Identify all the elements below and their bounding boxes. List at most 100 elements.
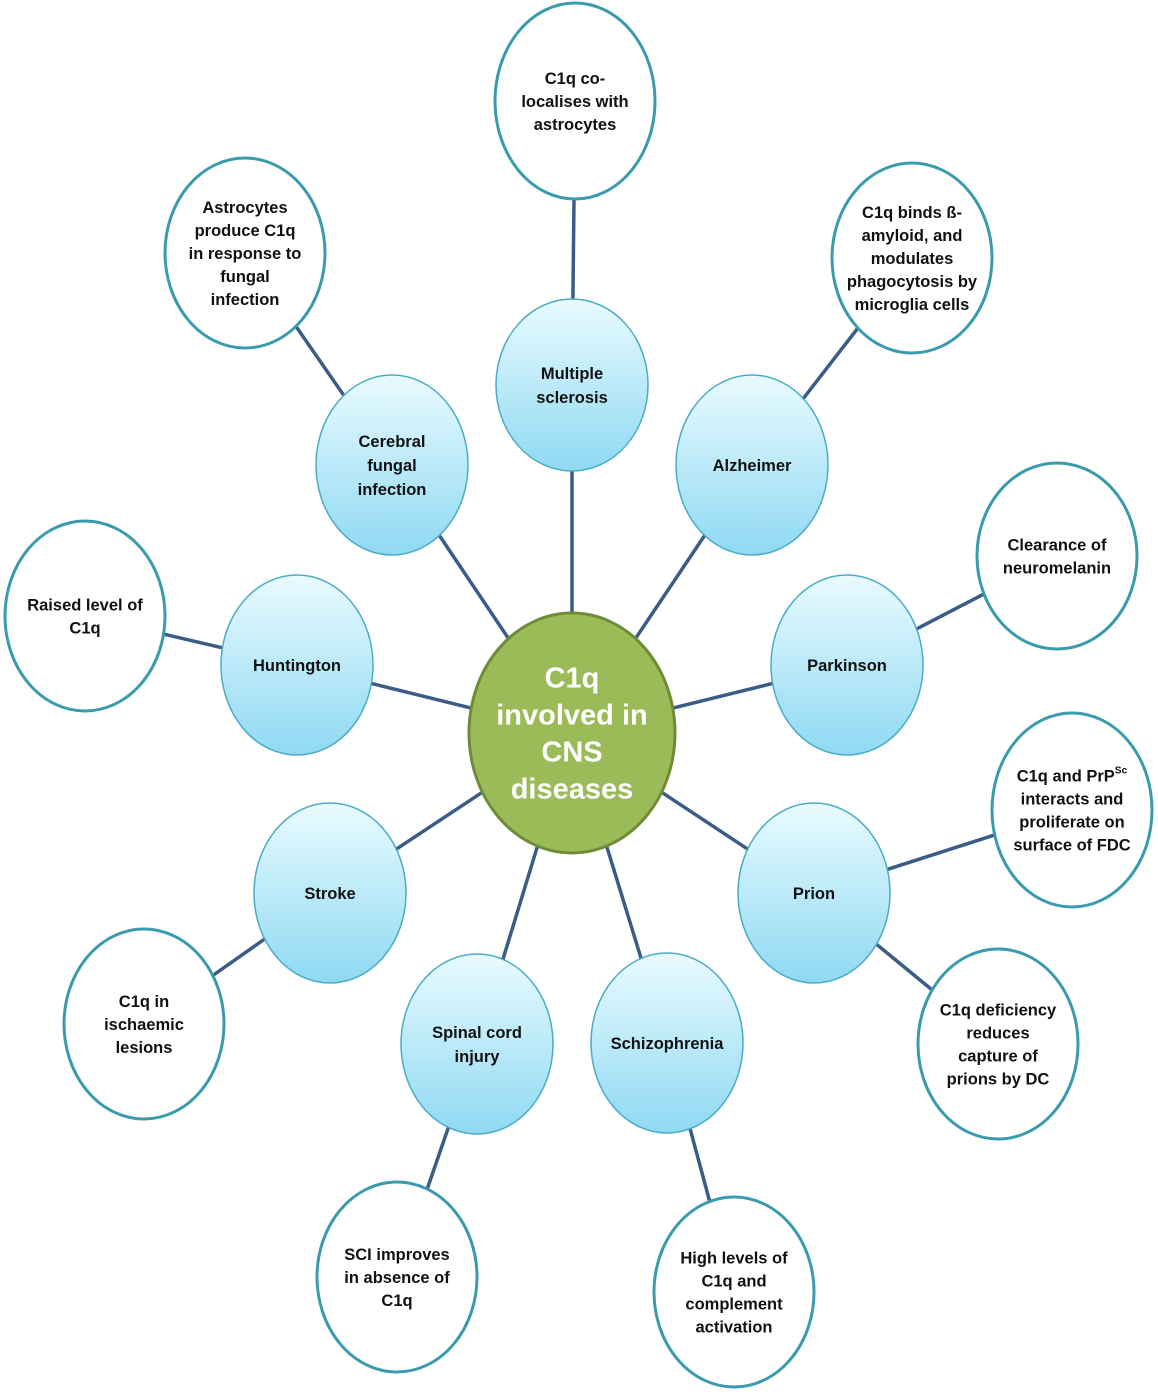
finding-prion-finding-1-line-3: proliferate on: [1019, 813, 1124, 831]
finding-schizophrenia-finding-line-2: C1q and: [701, 1272, 766, 1290]
connector-hub-alzheimer: [634, 534, 707, 640]
disease-ellipse: [315, 374, 469, 556]
disease-ellipse: [253, 802, 407, 984]
hub-title-line-1: C1q: [545, 663, 600, 695]
finding-huntington-finding-line-2: C1q: [69, 619, 100, 637]
finding-ellipse: [990, 711, 1154, 909]
finding-schizophrenia-finding-line-3: complement: [685, 1295, 783, 1313]
finding-prion-finding-2-line-4: prions by DC: [947, 1070, 1050, 1088]
finding-prion-finding-2-line-1: C1q deficiency: [940, 1001, 1057, 1019]
connector-hub-stroke: [395, 790, 484, 851]
hub-title-line-3: CNS: [541, 737, 602, 769]
finding-ellipse: [975, 461, 1139, 651]
finding-ms-finding-line-3: astrocytes: [534, 116, 617, 134]
finding-sci-finding-line-3: C1q: [381, 1292, 412, 1310]
finding-prion-finding-1-line-4: surface of FDC: [1013, 836, 1130, 854]
disease-ellipse: [495, 298, 649, 472]
finding-node-prion-finding-1: C1q and PrPSc interacts and proliferate on…: [990, 711, 1154, 909]
finding-schizophrenia-finding-line-1: High levels of: [680, 1249, 788, 1267]
finding-ms-finding-line-2: localises with: [521, 93, 628, 111]
disease-node-prion: Prion: [737, 802, 891, 984]
finding-ellipse: [315, 1180, 479, 1374]
finding-ellipse: [830, 161, 994, 355]
connector-prion-finding-1: [886, 833, 996, 872]
disease-ellipse: [770, 574, 924, 756]
connector-huntington-finding: [163, 632, 223, 650]
finding-node-fungal-finding: Astrocytes produce C1q in response to funga…: [163, 156, 327, 350]
finding-node-ms-finding: C1q co-localises with astrocytes: [493, 1, 657, 201]
connector-prion-finding-2: [875, 942, 934, 992]
disease-huntington-line-1: Huntington: [253, 657, 341, 675]
finding-alzheimer-finding-line-1: C1q binds ß-: [862, 204, 962, 222]
finding-huntington-finding-line-1: Raised level of: [27, 596, 143, 614]
finding-ellipse: [62, 927, 226, 1121]
finding-fungal-finding-line-5: infection: [211, 291, 280, 309]
finding-stroke-finding-line-2: ischaemic: [104, 1016, 184, 1034]
finding-node-parkinson-finding: Clearance of neuromelanin: [975, 461, 1139, 651]
finding-fungal-finding-line-2: produce C1q: [195, 222, 296, 240]
disease-multiple-sclerosis-line-1: Multiple: [541, 365, 603, 383]
finding-ellipse: [652, 1195, 816, 1389]
connector-hub-huntington: [370, 681, 472, 710]
finding-prion-finding-2-line-3: capture of: [958, 1047, 1038, 1065]
finding-fungal-finding-line-4: fungal: [220, 268, 270, 286]
connector-parkinson-finding: [915, 592, 985, 631]
central-hub: C1q involved in CNS diseases: [467, 611, 677, 855]
hub-title-line-2: involved in: [496, 700, 647, 732]
disease-spinal-cord-injury-line-2: injury: [455, 1048, 501, 1066]
finding-prion-finding-1-line-2: interacts and: [1021, 790, 1124, 808]
disease-ellipse: [737, 802, 891, 984]
disease-cerebral-fungal-infection-line-3: infection: [358, 481, 427, 499]
finding-node-alzheimer-finding: C1q binds ß-amyloid, and modulates phagocy…: [830, 161, 994, 355]
finding-stroke-finding-line-1: C1q in: [119, 993, 169, 1011]
finding-alzheimer-finding-line-3: modulates: [871, 250, 954, 268]
finding-parkinson-finding-line-1: Clearance of: [1007, 536, 1107, 554]
disease-node-cerebral-fungal-infection: Cerebral fungal infection: [315, 374, 469, 556]
disease-node-schizophrenia: Schizophrenia: [590, 952, 744, 1134]
disease-schizophrenia-line-1: Schizophrenia: [611, 1035, 725, 1053]
finding-prion-finding-1-line-1: C1q and PrPSc: [1017, 765, 1128, 785]
finding-node-huntington-finding: Raised level of C1q: [3, 519, 167, 713]
finding-fungal-finding-line-3: in response to: [189, 245, 302, 263]
disease-node-alzheimer: Alzheimer: [675, 374, 829, 556]
disease-ellipse: [590, 952, 744, 1134]
finding-ellipse: [916, 947, 1080, 1141]
disease-cerebral-fungal-infection-line-2: fungal: [367, 457, 417, 475]
connector-hub-prion: [660, 790, 749, 851]
finding-alzheimer-finding-line-2: amyloid, and: [862, 227, 963, 245]
hub-title-line-4: diseases: [511, 774, 634, 806]
connector-hub-spinal-cord-injury: [501, 845, 540, 960]
connector-hub-schizophrenia: [604, 845, 643, 959]
finding-parkinson-finding-line-2: neuromelanin: [1003, 559, 1111, 577]
finding-alzheimer-finding-line-5: microglia cells: [855, 296, 970, 314]
finding-stroke-finding-line-3: lesions: [116, 1039, 173, 1057]
finding-ellipse: [163, 156, 327, 350]
finding-fungal-finding-line-1: Astrocytes: [202, 199, 287, 217]
disease-prion-line-1: Prion: [793, 885, 835, 903]
finding-sci-finding-line-2: in absence of: [344, 1269, 450, 1287]
connector-alzheimer-finding: [801, 326, 860, 400]
disease-node-parkinson: Parkinson: [770, 574, 924, 756]
finding-alzheimer-finding-line-4: phagocytosis by: [847, 273, 978, 291]
finding-ms-finding-line-1: C1q co-: [545, 70, 606, 88]
hub-ellipse: [467, 611, 677, 855]
connector-sci-finding: [425, 1126, 451, 1190]
finding-node-prion-finding-2: C1q deficiency reduces capture of prions by…: [916, 947, 1080, 1141]
finding-sci-finding-line-1: SCI improves: [344, 1246, 449, 1264]
disease-alzheimer-line-1: Alzheimer: [713, 457, 792, 475]
connector-lines: [163, 198, 996, 1202]
disease-cerebral-fungal-infection-line-1: Cerebral: [359, 433, 426, 451]
disease-node-spinal-cord-injury: Spinal cord injury: [400, 953, 554, 1135]
disease-ellipse: [400, 953, 554, 1135]
disease-nodes: Multiple sclerosisAlzheimerParkinsonPrion…: [220, 298, 924, 1135]
finding-prion-finding-2-line-2: reduces: [966, 1024, 1029, 1042]
disease-multiple-sclerosis-line-2: sclerosis: [536, 389, 608, 407]
disease-spinal-cord-injury-line-1: Spinal cord: [432, 1024, 522, 1042]
disease-parkinson-line-1: Parkinson: [807, 657, 887, 675]
finding-ellipse: [493, 1, 657, 201]
connector-schizophrenia-finding: [688, 1128, 712, 1202]
finding-ellipse: [3, 519, 167, 713]
